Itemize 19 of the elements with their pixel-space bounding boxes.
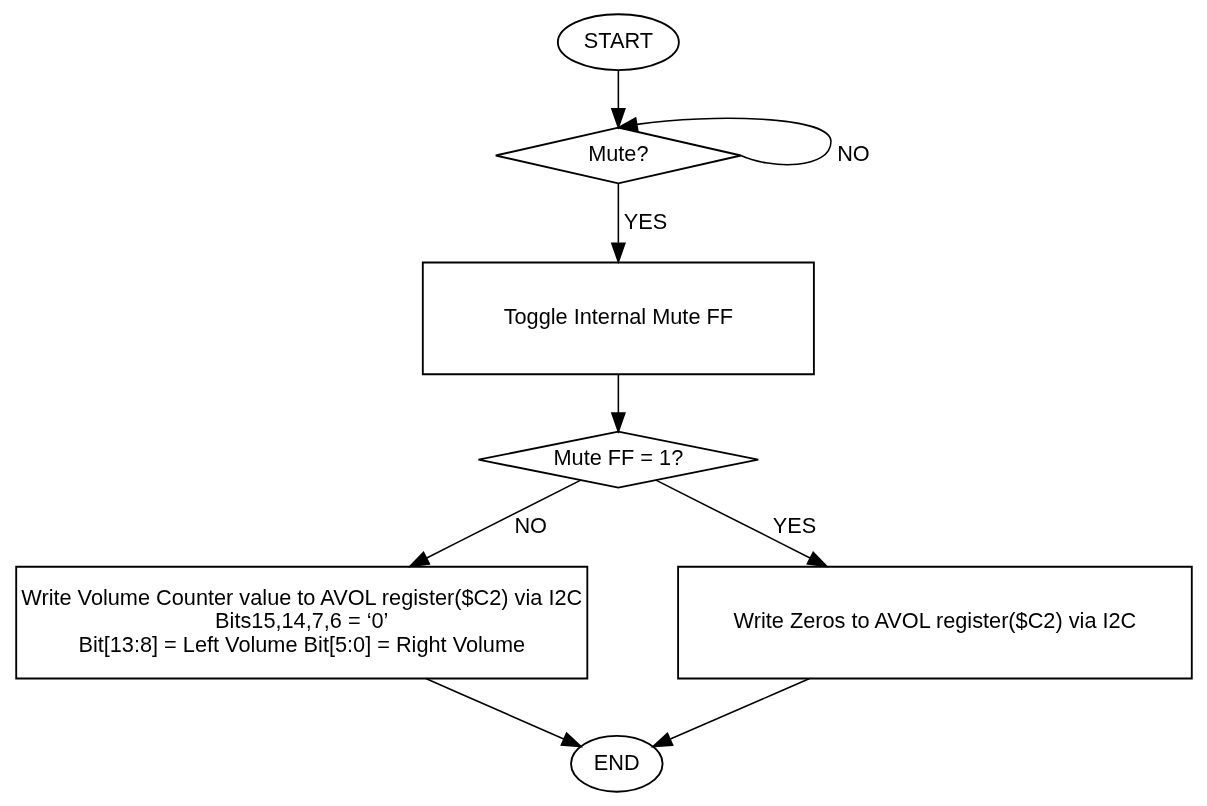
- arrow: [615, 116, 832, 166]
- node-box: Write Zeros to AVOL register($C2) via I2C: [676, 565, 1193, 680]
- node-ellipse: START: [556, 13, 680, 72]
- node-box: Write Volume Counter value to AVOL register($C2) via I2C Bits15,14,7,6 = ‘0’ Bit[13:8] = Left Volume Bit[5:0] = Right Volume: [14, 565, 588, 680]
- edge-label: YES: [623, 208, 667, 234]
- edge-label: YES: [772, 512, 816, 538]
- node-box: Toggle Internal Mute FF: [421, 261, 815, 376]
- arrow: [407, 479, 582, 568]
- node-ellipse: END: [569, 734, 663, 793]
- node-diamond: Mute FF = 1?: [477, 430, 759, 489]
- edge-label: NO: [836, 141, 870, 167]
- edge-label: NO: [513, 512, 547, 538]
- arrow: [610, 69, 626, 130]
- arrow: [654, 479, 829, 568]
- arrow: [610, 182, 626, 265]
- arrow: [610, 373, 626, 434]
- arrow: [424, 677, 583, 748]
- arrow: [650, 677, 810, 748]
- node-diamond: Mute?: [494, 126, 742, 185]
